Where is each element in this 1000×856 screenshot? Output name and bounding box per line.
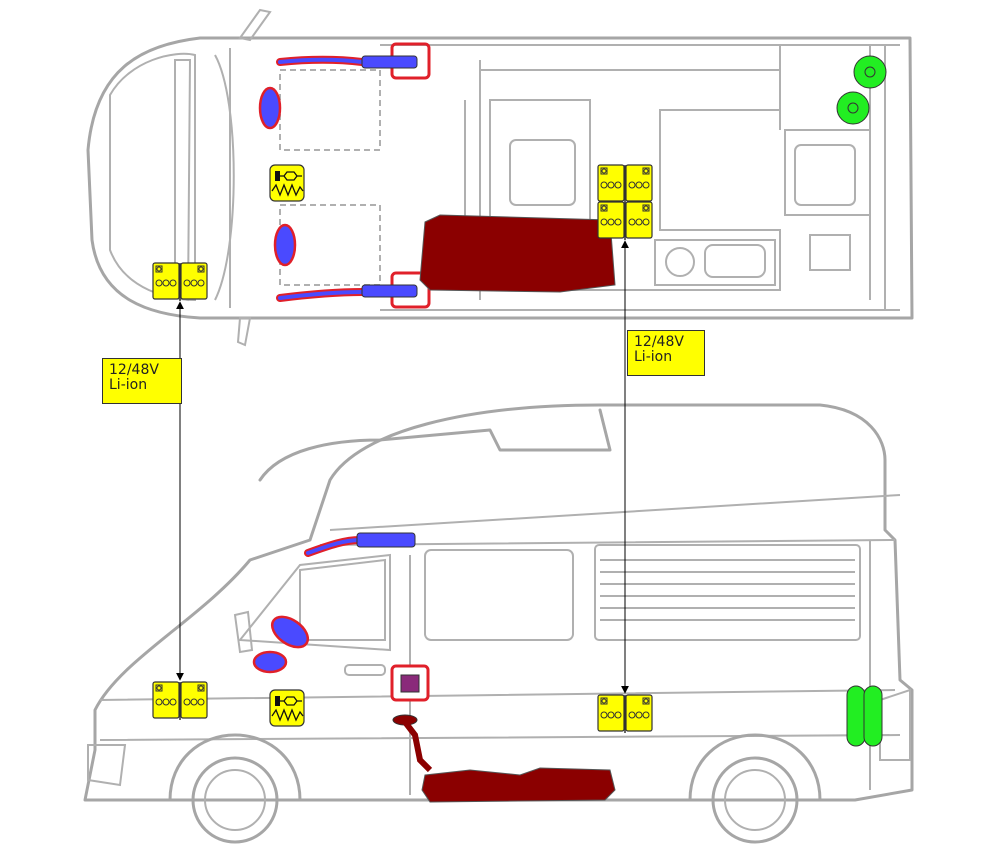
- heater-icon: [269, 689, 305, 727]
- battery-icon: [152, 681, 208, 721]
- air-heater-icon: [276, 271, 431, 309]
- seat-heater-icon: [258, 86, 282, 130]
- battery-voltage: 12/48V: [109, 362, 159, 378]
- battery-voltage: 12/48V: [634, 334, 684, 350]
- heater-icon: [269, 164, 305, 202]
- air-heater-icon: [276, 42, 431, 80]
- front-wheel: [191, 756, 279, 844]
- battery-icon: [597, 201, 653, 241]
- seat-heater-icon: [252, 650, 288, 674]
- seat-heater-icon: [273, 223, 297, 267]
- battery-icon: [597, 694, 653, 734]
- air-heater-icon: [304, 532, 416, 557]
- battery-icon: [152, 262, 208, 302]
- control-panel-icon: [390, 664, 430, 702]
- rear-wheel: [711, 756, 799, 844]
- battery-type: Li-ion: [109, 377, 148, 393]
- fuel-tank-icon: [392, 714, 616, 803]
- gas-bottle-icon: [836, 91, 870, 125]
- van-side-view: [83, 403, 914, 844]
- seat-heater-icon: [270, 615, 310, 649]
- battery-icon: [597, 164, 653, 204]
- gas-bottle-icon: [853, 55, 887, 89]
- gas-bottle-icon: [863, 685, 883, 747]
- battery-type: Li-ion: [634, 349, 673, 365]
- gas-bottle-icon: [846, 685, 866, 747]
- battery-label-rear: 12/48V Li-ion: [627, 330, 705, 376]
- fuel-tank-icon: [419, 214, 616, 293]
- battery-label-front: 12/48V Li-ion: [102, 358, 182, 404]
- van-top-view: [86, 8, 914, 347]
